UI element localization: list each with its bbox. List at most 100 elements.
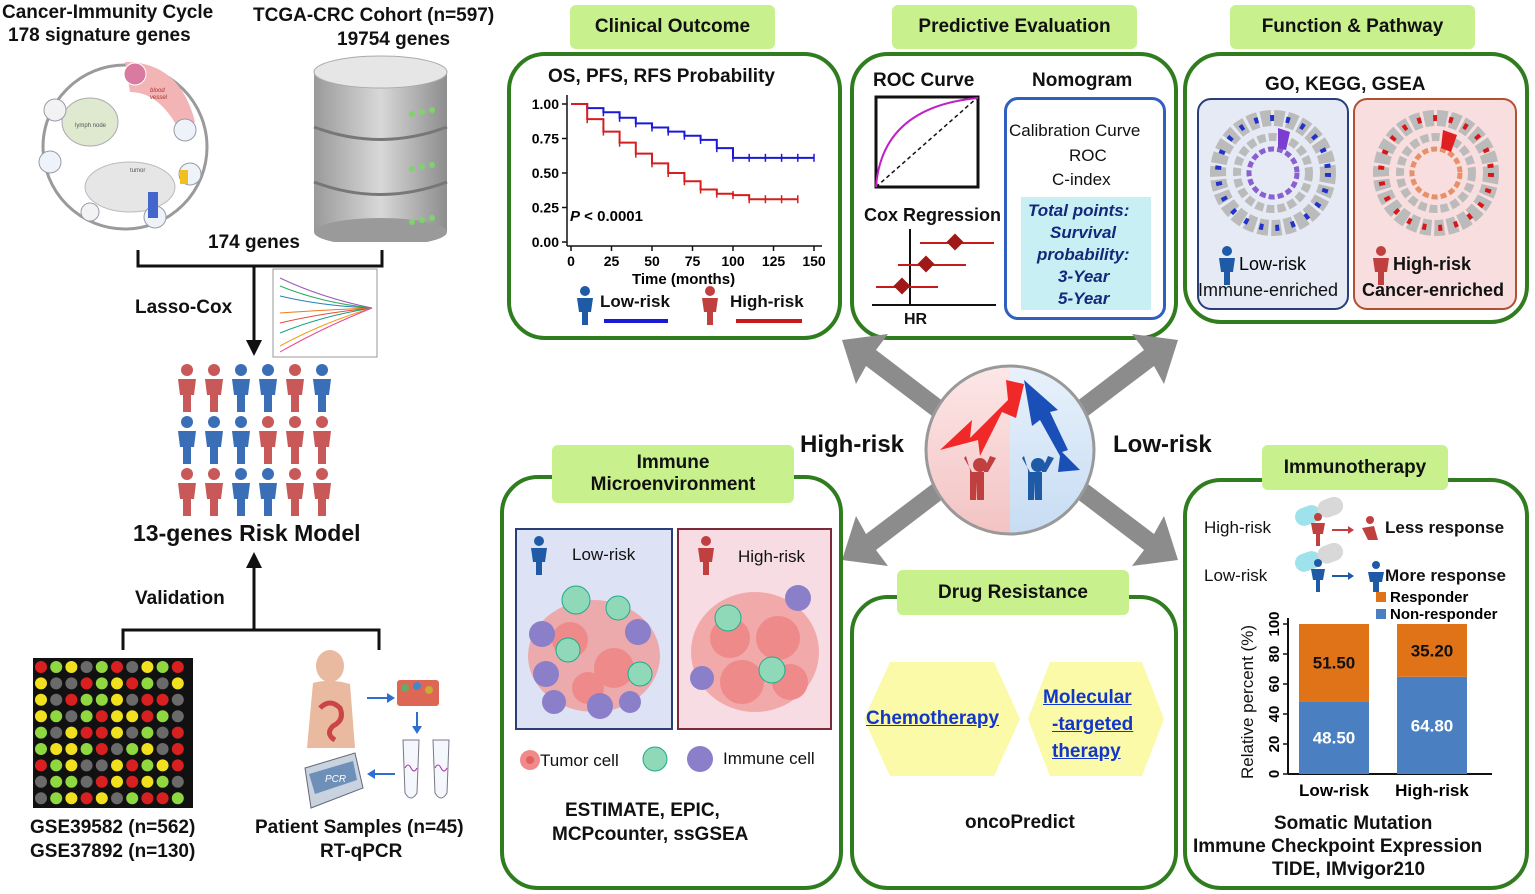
microarray-spot (95, 677, 108, 690)
microarray-spot (126, 661, 139, 673)
microarray-spot (65, 775, 78, 788)
microarray-spot (141, 693, 154, 706)
immuno-foot-2: Immune Checkpoint Expression (1193, 836, 1483, 857)
cycle-tumor-label: tumor (130, 168, 145, 174)
hr-label: HR (904, 311, 928, 328)
microarray-spot (95, 693, 108, 706)
function-high-label: High-risk (1393, 254, 1472, 274)
bar-non-responder-1 (1397, 676, 1467, 774)
km-xtick-label: 150 (802, 253, 826, 269)
person-head (262, 416, 274, 428)
microarray-spot (65, 661, 78, 673)
microarray-spot (80, 693, 93, 706)
microarray-spot (141, 743, 154, 755)
microarray-spot (50, 710, 63, 723)
microarray-spot (126, 759, 139, 772)
person-body (178, 379, 196, 412)
cancer-immunity-cycle-illustration: lymph node blood vessel tumor (38, 62, 209, 231)
total-points-label: Total points: (1028, 201, 1130, 220)
database-icon (313, 55, 448, 242)
microarray-spot (80, 792, 93, 805)
person-head (181, 364, 193, 376)
microarray-spot (65, 792, 78, 805)
cycle-title: Cancer-Immunity Cycle (2, 2, 214, 23)
microarray-spot (156, 775, 169, 788)
microarray-spot (111, 743, 123, 755)
immunotherapy-tag: Immunotherapy (1262, 445, 1448, 490)
km-xtick-label: 125 (762, 253, 786, 269)
person-head (316, 364, 328, 376)
roc-curve-plot (874, 95, 980, 189)
microarray-spot (35, 710, 47, 723)
risk-model-label: 13-genes Risk Model (133, 520, 361, 546)
microarray-spot (156, 726, 169, 739)
pcr-label: PCR (325, 774, 346, 785)
microarray-spot (80, 726, 93, 739)
center-high-risk: High-risk (800, 431, 905, 458)
lasso-coefficient-plot (272, 268, 378, 358)
person-head (289, 416, 301, 428)
km-ytick-label: 0.25 (532, 200, 559, 216)
cycle-subtitle: 178 signature genes (8, 25, 191, 46)
microarray-spot (80, 759, 93, 772)
km-ytick-label: 0.00 (532, 234, 559, 250)
microarray-spot (171, 661, 184, 673)
validation-label: Validation (135, 588, 225, 609)
microarray-spot (126, 792, 139, 805)
targeted-therapy-hexagon (1028, 662, 1164, 776)
person-body (313, 431, 331, 464)
microarray-spot (111, 677, 123, 690)
microarray-spot (171, 743, 184, 755)
microarray-spot (141, 661, 154, 673)
forest-plot (872, 229, 996, 306)
microarray-spot (35, 693, 47, 706)
geo-dataset-1: GSE39582 (n=562) (30, 817, 196, 838)
geo-dataset-2: GSE37892 (n=130) (30, 841, 196, 862)
microarray-spot (35, 792, 47, 805)
microarray-spot (65, 759, 78, 772)
microarray-spot (65, 710, 78, 723)
cycle-vessel-label: vessel (150, 95, 168, 101)
person-head (208, 364, 220, 376)
cycle-lymph-label: lymph node (75, 123, 107, 129)
microarray-spot (95, 710, 108, 723)
microarray-spot (141, 759, 154, 772)
person-head (235, 364, 247, 376)
microarray-spot (95, 759, 108, 772)
microarray-spot (141, 792, 154, 805)
cohort-subtitle: 19754 genes (337, 29, 451, 50)
person-body (259, 379, 277, 412)
microarray-spot (126, 775, 139, 788)
more-response-label: More response (1385, 566, 1506, 585)
bar-ytick-label: 60 (1266, 676, 1283, 693)
cindex-label: C-index (1052, 170, 1111, 189)
km-line-high-risk (571, 103, 798, 201)
methods-line1: ESTIMATE, EPIC, (565, 800, 720, 821)
person-body (205, 431, 223, 464)
center-low-risk: Low-risk (1113, 431, 1212, 458)
bar-ytick-label: 80 (1266, 646, 1283, 663)
microarray-spot (171, 726, 184, 739)
microarray-spot (171, 710, 184, 723)
km-xtick-label: 75 (685, 253, 701, 269)
km-xlabel: Time (months) (632, 271, 735, 288)
person-body (232, 431, 250, 464)
microarray-spot (95, 743, 108, 755)
person-body (232, 483, 250, 516)
microarray-spot (171, 792, 184, 805)
microarray-spot (50, 775, 63, 788)
bar-ytick-label: 20 (1266, 736, 1283, 753)
bar-category-label: High-risk (1395, 781, 1469, 800)
microarray-spot (126, 693, 139, 706)
bar-responder-1 (1397, 624, 1467, 677)
km-legend-low-line (604, 319, 668, 323)
high-risk-patient-icon (1311, 513, 1378, 546)
rtqpcr-label: RT-qPCR (320, 841, 403, 862)
km-line-low-risk (571, 103, 814, 159)
immune-tag-line2: Microenvironment (590, 474, 756, 495)
microarray-spot (95, 775, 108, 788)
function-title: GO, KEGG, GSEA (1265, 74, 1426, 95)
high-risk-person-icon (702, 286, 718, 325)
predictive-evaluation-tag: Predictive Evaluation (892, 5, 1137, 49)
